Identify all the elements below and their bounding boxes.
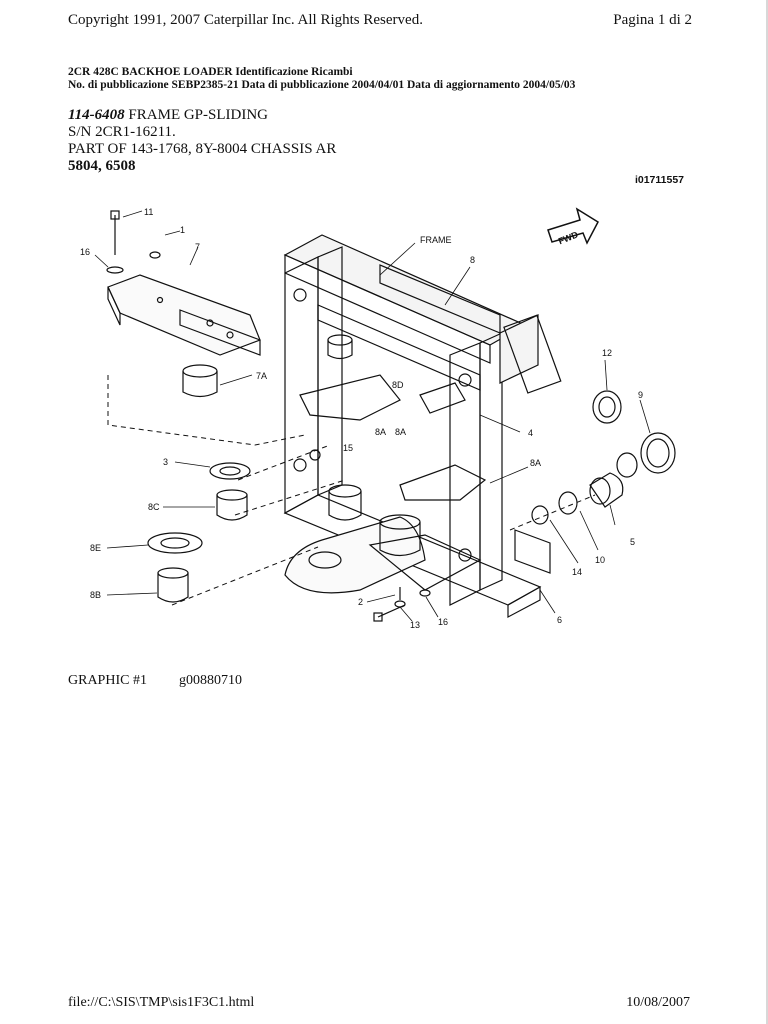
callout-1: 1: [180, 225, 185, 235]
callout-5: 5: [630, 537, 635, 547]
serial-number: S/N 2CR1-16211.: [68, 124, 176, 140]
callout-7a: 7A: [256, 371, 267, 381]
bushing-7a: [182, 364, 218, 398]
callout-8b: 8B: [90, 590, 101, 600]
plate-7: [106, 210, 261, 356]
callout-4: 4: [528, 428, 533, 438]
callout-8d: 8D: [392, 380, 404, 390]
frame-assembly: [283, 234, 562, 618]
callout-10: 10: [595, 555, 605, 565]
bolts: [373, 587, 431, 622]
callout-8a-1: 8A: [375, 427, 386, 437]
graphic-id: g00880710: [179, 673, 242, 688]
callout-frame: FRAME: [420, 235, 452, 245]
part-number: 114-6408: [68, 107, 125, 123]
part-name: FRAME GP-SLIDING: [124, 107, 269, 123]
illustration-id: i01711557: [634, 174, 684, 186]
function-codes: 5804, 6508: [68, 158, 136, 174]
leader-lines: [94, 210, 651, 622]
left-stack: [147, 462, 251, 603]
print-date: 10/08/2007: [626, 995, 690, 1010]
part-of: PART OF 143-1768, 8Y-8004 CHASSIS AR: [68, 141, 337, 157]
callout-8a-2: 8A: [395, 427, 406, 437]
callout-3: 3: [163, 457, 168, 467]
callout-labels: 11 1 16 7 7A 3 8C 8E 8B FRAME 8 FWD 8D 8…: [80, 207, 643, 630]
callout-8c: 8C: [148, 502, 160, 512]
callout-14: 14: [572, 567, 582, 577]
callout-8e: 8E: [90, 543, 101, 553]
publication-title: 2CR 428C BACKHOE LOADER Identificazione …: [68, 66, 353, 78]
assembly-lines: [107, 375, 596, 606]
publication-info: No. di pubblicazione SEBP2385-21 Data di…: [68, 79, 576, 91]
fwd-arrow: [547, 207, 599, 245]
graphic-label: GRAPHIC #1: [68, 673, 147, 688]
callout-16: 16: [80, 247, 90, 257]
side-plates: [299, 374, 487, 501]
callout-9: 9: [638, 390, 643, 400]
copyright-notice: Copyright 1991, 2007 Caterpillar Inc. Al…: [68, 12, 423, 28]
bushings: [327, 334, 421, 557]
callout-12: 12: [602, 348, 612, 358]
callout-8a-3: 8A: [530, 458, 541, 468]
part-heading: 114-6408 FRAME GP-SLIDING: [68, 107, 268, 124]
exploded-parts-diagram: 11 1 16 7 7A 3 8C 8E 8B FRAME 8 FWD 8D 8…: [60, 195, 710, 645]
callout-11: 11: [144, 207, 153, 217]
callout-2: 2: [358, 597, 363, 607]
right-stack: [531, 390, 676, 525]
callout-16b: 16: [438, 617, 448, 627]
callout-6: 6: [557, 615, 562, 625]
callout-15: 15: [343, 443, 353, 453]
callout-8: 8: [470, 255, 475, 265]
page-edge: [766, 0, 768, 1024]
diagram-drawing: 11 1 16 7 7A 3 8C 8E 8B FRAME 8 FWD 8D 8…: [80, 207, 676, 630]
page-number: Pagina 1 di 2: [613, 12, 692, 28]
file-path-link[interactable]: file://C:\SIS\TMP\sis1F3C1.html: [68, 995, 255, 1010]
callout-7: 7: [195, 242, 200, 252]
sliding-plate: [284, 516, 482, 594]
callout-13: 13: [410, 620, 420, 630]
